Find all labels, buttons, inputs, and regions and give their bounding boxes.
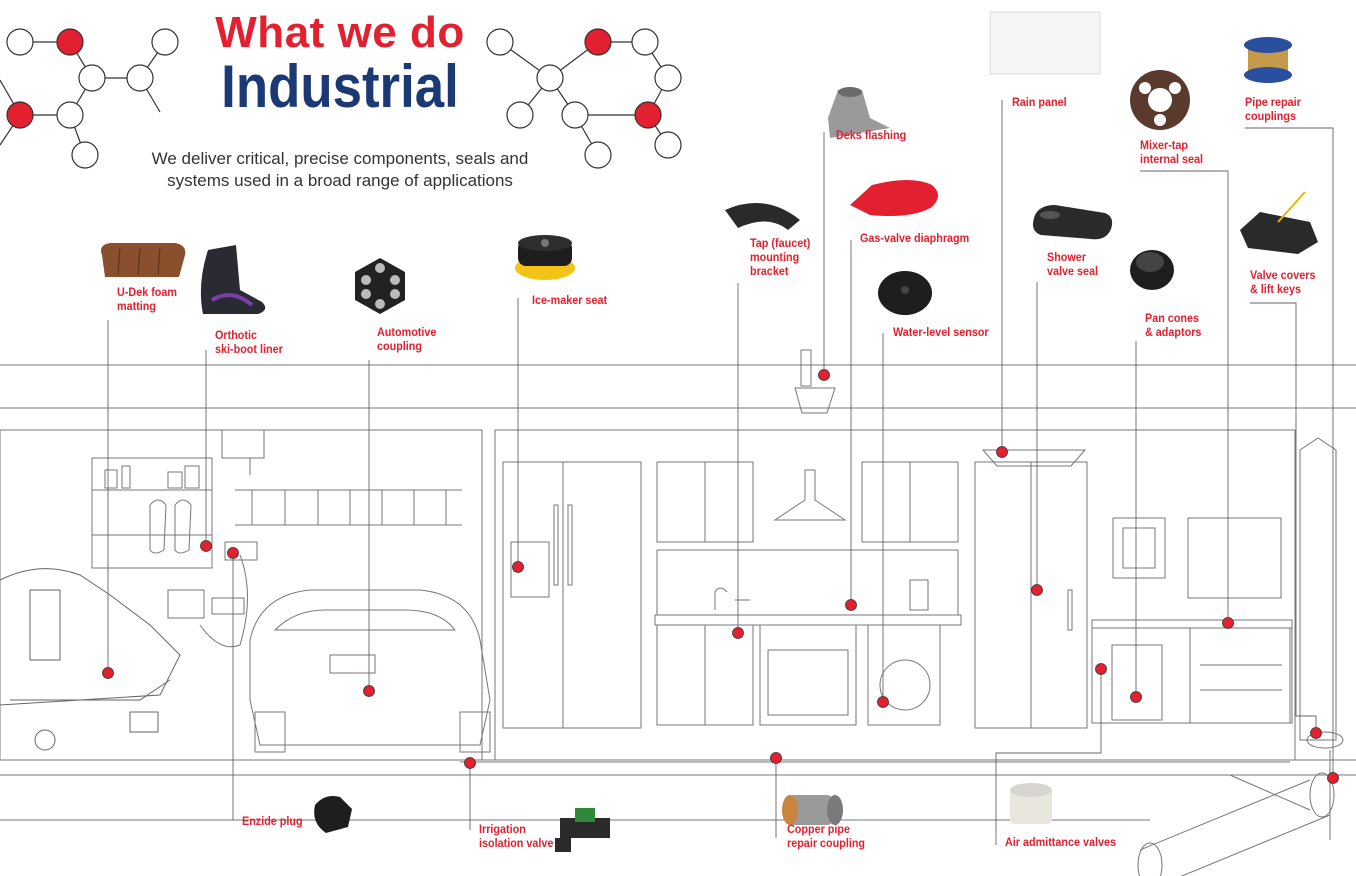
gas-valve-diaphragm-image xyxy=(850,180,938,216)
rain-panel-image xyxy=(989,11,1101,75)
copper-pipe-coupling-image xyxy=(782,795,843,825)
label-gas-valve-diaphragm: Gas-valve diaphragm xyxy=(860,231,970,245)
molecule-right-icon xyxy=(486,28,682,169)
pipe-repair-couplings-image xyxy=(1244,37,1292,83)
label-copper-pipe-coupling: Copper pipe repair coupling xyxy=(787,822,866,850)
water-level-sensor-image xyxy=(878,271,932,315)
deks-flashing-image xyxy=(828,87,890,138)
bathroom-outline xyxy=(1091,437,1337,741)
label-tap-mounting-bracket: Tap (faucet) mounting bracket xyxy=(750,236,811,278)
label-valve-covers: Valve covers & lift keys xyxy=(1250,268,1316,296)
page-title: Industrial xyxy=(221,53,459,120)
garage-shelves xyxy=(91,429,462,648)
subtitle: We deliver critical, precise components,… xyxy=(130,148,550,192)
house-outline xyxy=(0,364,1356,821)
udek-matting-image xyxy=(101,243,186,277)
mixer-tap-seal-image xyxy=(1130,70,1190,130)
label-pipe-repair-couplings: Pipe repair couplings xyxy=(1245,95,1301,123)
label-deks-flashing: Deks flashing xyxy=(836,128,907,142)
heading-what-we-do: What we do xyxy=(215,8,465,57)
label-air-admittance-valves: Air admittance valves xyxy=(1005,835,1117,849)
leader-lines xyxy=(107,100,1334,845)
label-water-level-sensor: Water-level sensor xyxy=(893,325,989,339)
molecule-left-icon xyxy=(0,28,179,169)
subtitle-line-1: We deliver critical, precise components,… xyxy=(151,149,529,168)
kitchen-outline xyxy=(502,449,1088,729)
label-rain-panel: Rain panel xyxy=(1012,95,1067,109)
label-pan-cones: Pan cones & adaptors xyxy=(1145,311,1202,339)
label-ice-maker-seat: Ice-maker seat xyxy=(532,293,608,307)
label-ski-boot-liner: Orthotic ski-boot liner xyxy=(215,328,283,356)
label-irrigation-valve: Irrigation isolation valve xyxy=(479,822,554,850)
ice-maker-seat-image xyxy=(515,235,575,280)
label-shower-valve-seal: Shower valve seal xyxy=(1047,250,1099,278)
car-outline xyxy=(249,589,491,753)
pan-cones-image xyxy=(1130,250,1174,290)
boat-outline xyxy=(0,568,181,751)
air-admittance-valve-image xyxy=(1010,783,1052,824)
label-mixer-tap-seal: Mixer-tap internal seal xyxy=(1140,138,1204,166)
shower-valve-seal-image xyxy=(1033,205,1113,240)
marker-dots xyxy=(102,369,1339,784)
label-automotive-coupling: Automotive coupling xyxy=(377,325,437,353)
automotive-coupling-image xyxy=(355,258,405,314)
enzide-plug-image xyxy=(314,796,352,833)
label-enzide-plug: Enzide plug xyxy=(242,814,303,828)
pipes xyxy=(460,731,1344,876)
roof-flashing xyxy=(794,349,836,414)
label-udek-foam-matting: U-Dek foam matting xyxy=(117,285,178,313)
ski-boot-liner-image xyxy=(200,245,266,314)
tap-bracket-image xyxy=(725,202,800,230)
subtitle-line-2: systems used in a broad range of applica… xyxy=(167,171,513,190)
valve-covers-image xyxy=(1240,191,1318,254)
irrigation-valve-image xyxy=(555,808,610,852)
